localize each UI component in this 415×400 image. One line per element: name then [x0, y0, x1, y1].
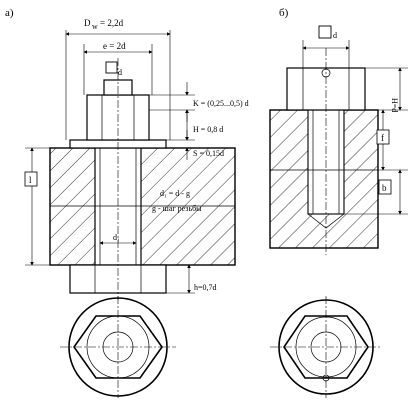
dim-h-value: H = 0,8 d [193, 125, 223, 134]
dim-k-value: K = (0,25...0,5) d [193, 99, 249, 108]
formula-d1: d₁ = d - g [160, 189, 190, 198]
dim-b-f-value: f [381, 133, 384, 143]
dim-b-H-value: H=d [390, 98, 399, 112]
view-b-head [286, 67, 366, 111]
dim-dw: D w = 2,2d [65, 18, 171, 140]
dim-l: l [24, 147, 50, 266]
dim-d1: d₁ [99, 233, 137, 245]
dims-right-a: K = (0,25...0,5) d H = 0,8 d S = 0,15d [149, 82, 249, 160]
dim-b-d-label: d [333, 31, 337, 40]
view-b-base-part [269, 109, 379, 249]
dim-h-small: h=0,7d [166, 264, 217, 294]
view-a-label: а) [5, 7, 14, 19]
view-b-top-hex [270, 296, 382, 398]
dim-dw-sub: w [92, 22, 98, 31]
view-a-base-part [49, 147, 236, 266]
dims-right-b: H=d f b [344, 67, 408, 215]
dim-l-value: l [29, 175, 32, 185]
view-a-top-hex [60, 296, 176, 398]
dim-d-top-label: d [118, 68, 122, 77]
dim-b-b-value: b [382, 183, 387, 193]
view-a: а) D w [5, 7, 249, 398]
dim-e: e = 2d [83, 41, 153, 95]
formula-g: g - шаг резьбы [152, 204, 202, 213]
dim-d-top: d [105, 61, 122, 77]
view-b-label: б) [279, 7, 289, 19]
dim-d1-label: d₁ [113, 233, 120, 242]
view-b: б) d [269, 7, 408, 398]
dim-e-value: e = 2d [103, 41, 126, 51]
dim-dw-main: D [84, 18, 91, 28]
dim-h-small-value: h=0,7d [194, 283, 217, 292]
dim-s-value: S = 0,15d [193, 149, 224, 158]
dim-dw-value: = 2,2d [100, 18, 124, 28]
dim-b-d: d [302, 25, 350, 68]
